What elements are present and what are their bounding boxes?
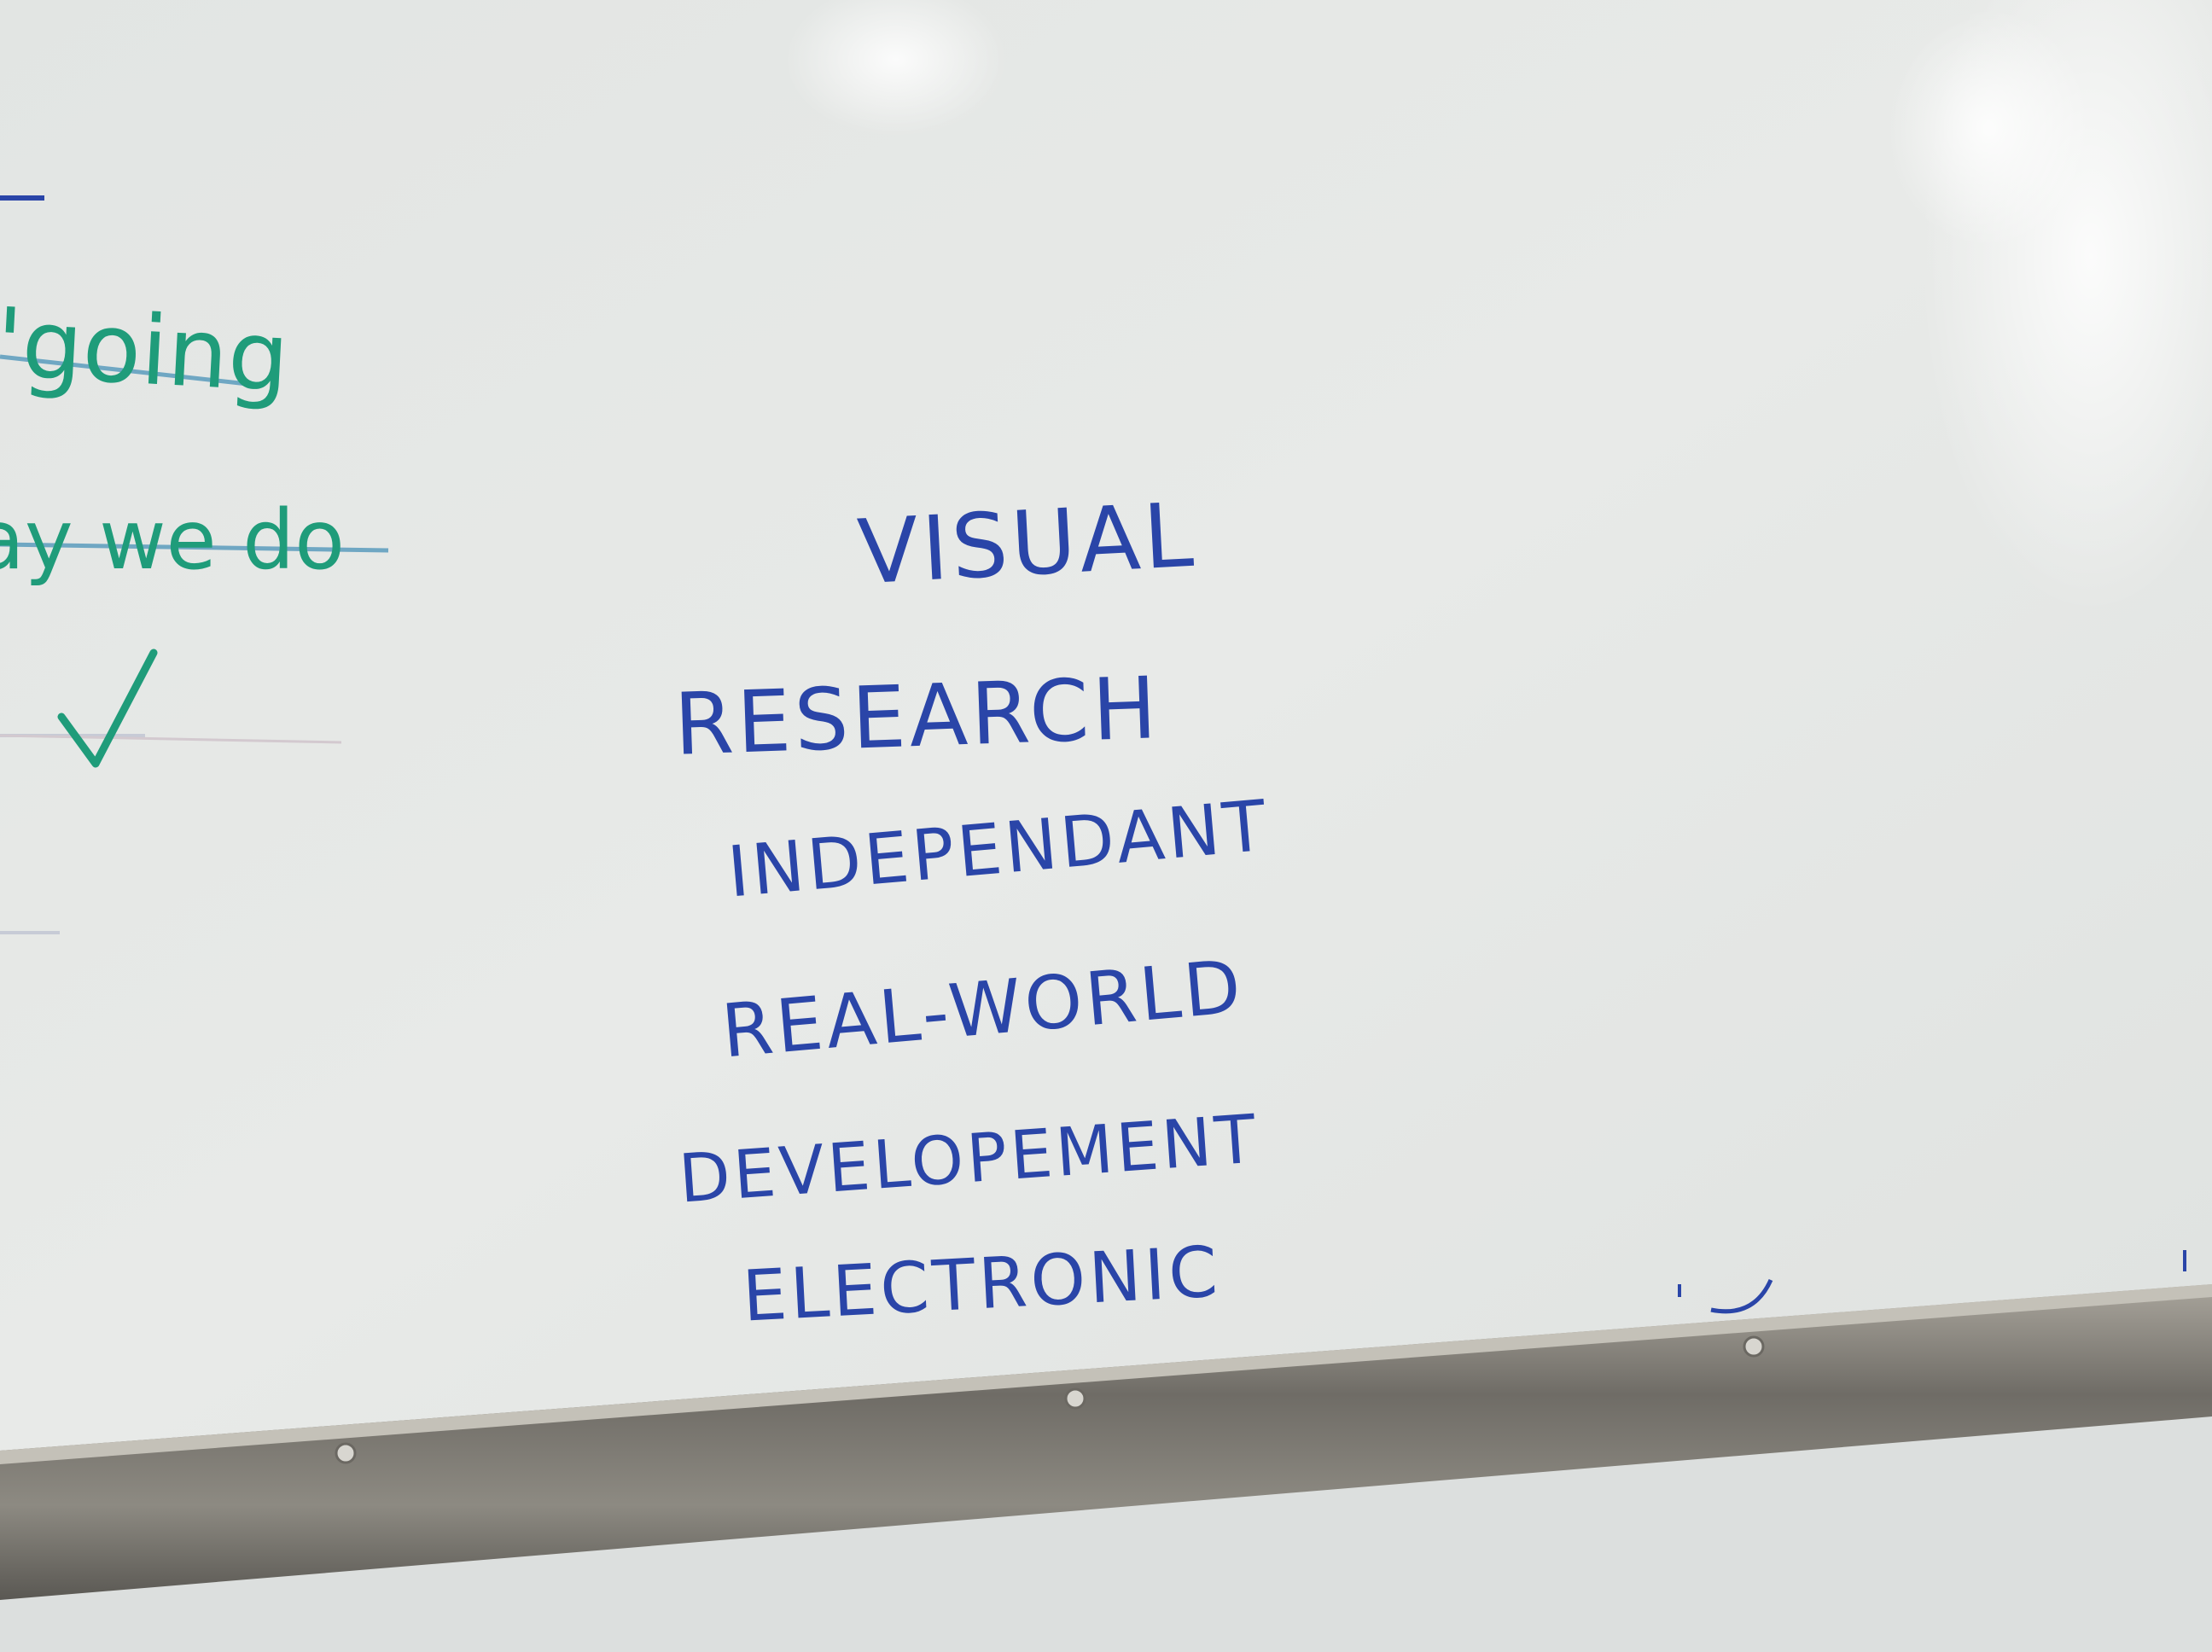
glare-right-mid <box>1886 9 2091 247</box>
green-note-going: 'going <box>0 288 292 414</box>
screw-1 <box>335 1442 357 1464</box>
board-surface <box>0 0 2212 1451</box>
blue-small-curve <box>1710 1278 1773 1314</box>
glare-top <box>785 0 1007 137</box>
screw-3 <box>1743 1335 1765 1358</box>
tray-lip <box>0 1284 2212 1464</box>
word-visual: VISUAL <box>855 482 1199 605</box>
strike-going <box>0 354 248 387</box>
screw-2 <box>1064 1387 1086 1410</box>
check-mark-stroke <box>57 649 158 768</box>
word-research: RESEARCH <box>672 658 1162 775</box>
strike-we-do <box>0 542 389 553</box>
green-note-way-we-do: ay we do <box>0 492 345 588</box>
marker-tray <box>0 1284 2212 1600</box>
faint-line-3 <box>0 734 342 744</box>
